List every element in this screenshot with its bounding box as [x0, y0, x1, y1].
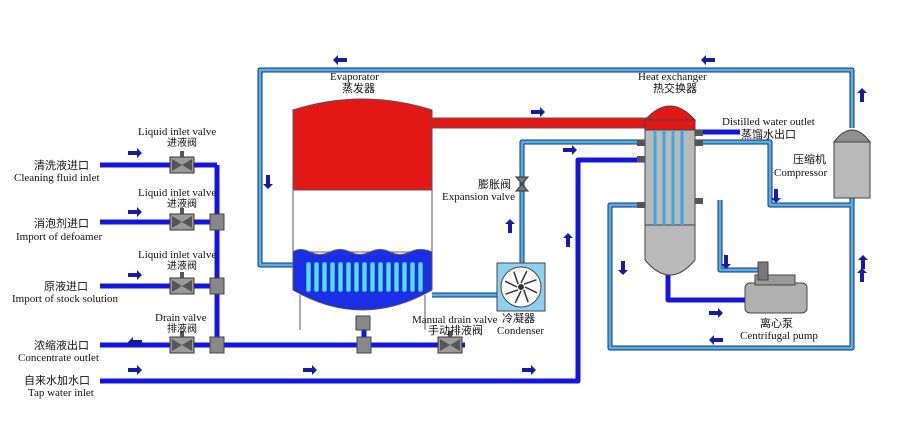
- heating-tube: [385, 261, 392, 293]
- valve-label-zh: 进液阀: [167, 259, 197, 272]
- heat-exchanger-label-zh: 热交换器: [653, 81, 697, 95]
- flow-arrow: [709, 335, 723, 345]
- heating-tube: [361, 261, 368, 293]
- flow-arrow: [857, 88, 867, 102]
- flow-arrow: [618, 261, 628, 275]
- inlet-label-zh: 消泡剂进口: [34, 216, 89, 230]
- heating-tube: [313, 261, 320, 293]
- expansion-valve-label-en: Expansion valve: [442, 191, 515, 203]
- flow-arrow: [522, 365, 536, 375]
- outlet-label-en: Concentrate outlet: [18, 352, 99, 364]
- heat-exchanger-label-en: Heat exchanger: [638, 71, 707, 83]
- inlet-label-zh: 原液进口: [44, 279, 88, 293]
- valve-label-en: Liquid inlet valve: [138, 126, 216, 138]
- distilled-outlet-label-zh: 蒸馏水出口: [741, 127, 796, 141]
- flow-arrow: [128, 207, 142, 217]
- flow-arrow: [505, 219, 515, 233]
- heating-tube: [337, 261, 344, 293]
- centrifugal-pump: [744, 261, 808, 314]
- flow-arrow: [709, 308, 723, 318]
- flow-arrow: [701, 55, 715, 65]
- flow-arrow: [857, 268, 867, 282]
- flow-arrow: [563, 233, 573, 247]
- valve-icon: [169, 331, 195, 354]
- heating-tube: [401, 261, 408, 293]
- evaporator-label-zh: 蒸发器: [342, 81, 375, 95]
- heating-tube: [417, 261, 424, 293]
- valve-label-zh: 进液阀: [167, 136, 197, 149]
- valve-icon: [437, 331, 463, 354]
- heating-tube: [409, 261, 416, 293]
- heating-tube: [345, 261, 352, 293]
- flow-arrow: [531, 107, 545, 117]
- flow-arrow: [263, 175, 273, 189]
- liquid-valves: [169, 151, 463, 354]
- tap-water-label-en: Tap water inlet: [28, 387, 94, 399]
- valve-icon: [169, 208, 195, 231]
- heating-tube: [305, 261, 312, 293]
- valve-label-en: Liquid inlet valve: [138, 249, 216, 261]
- condenser-label-zh: 冷凝器: [502, 311, 535, 325]
- inlet-label-en: Import of defoamer: [16, 231, 102, 243]
- distilled-outlet-label-en: Distilled water outlet: [722, 116, 815, 128]
- expansion-valve: [514, 176, 530, 192]
- centrifugal-pump-label-en: Centrifugal pump: [740, 330, 818, 342]
- expansion-valve-label-zh: 膨胀阀: [478, 177, 511, 191]
- manual-drain-valve-label-zh: 手动排液阀: [428, 323, 483, 337]
- flow-arrow: [858, 255, 868, 269]
- flow-arrow: [303, 365, 317, 375]
- inlet-label-en: Cleaning fluid inlet: [14, 172, 100, 184]
- heating-tube: [329, 261, 336, 293]
- tap-water-label-zh: 自来水加水口: [24, 374, 90, 387]
- heat-exchanger: [637, 105, 703, 276]
- heating-tube: [321, 261, 328, 293]
- heating-tube: [353, 261, 360, 293]
- valve-label-zh: 进液阀: [167, 197, 197, 210]
- evaporator-heating-tubes: [305, 261, 424, 293]
- flow-arrow: [333, 55, 347, 65]
- valve-icon: [169, 151, 195, 174]
- valve-label-zh: 排液阀: [167, 322, 197, 335]
- inlet-label-zh: 清洗液进口: [34, 158, 89, 172]
- flow-arrow: [771, 189, 781, 203]
- centrifugal-pump-label-zh: 离心泵: [760, 316, 793, 330]
- heating-tube: [369, 261, 376, 293]
- inlet-label-en: Import of stock solution: [12, 293, 119, 305]
- flow-arrow: [563, 145, 577, 155]
- flow-arrow: [128, 270, 142, 280]
- heating-tube: [393, 261, 400, 293]
- condenser-label-en: Condenser: [497, 325, 544, 337]
- labels: Evaporator 蒸发器 Heat exchanger 热交换器 Disti…: [12, 71, 828, 399]
- valve-label-en: Drain valve: [155, 312, 207, 324]
- flow-arrow: [721, 255, 731, 269]
- flow-arrows: [128, 55, 868, 375]
- compressor-label-zh: 压缩机: [793, 152, 826, 166]
- flow-arrow: [128, 337, 142, 347]
- flow-arrow: [128, 365, 142, 375]
- condenser: [496, 262, 546, 312]
- valve-label-en: Liquid inlet valve: [138, 187, 216, 199]
- heating-tube: [377, 261, 384, 293]
- outlet-label-zh: 浓缩液出口: [34, 338, 89, 352]
- compressor-label-en: Compressor: [774, 167, 828, 179]
- manual-drain-valve-label-en: Manual drain valve: [412, 314, 498, 326]
- flow-arrow: [128, 148, 142, 158]
- evaporator-label-en: Evaporator: [330, 71, 379, 83]
- condenser-fan-icon: [504, 270, 538, 304]
- compressor: [832, 129, 872, 199]
- valve-icon: [169, 272, 195, 295]
